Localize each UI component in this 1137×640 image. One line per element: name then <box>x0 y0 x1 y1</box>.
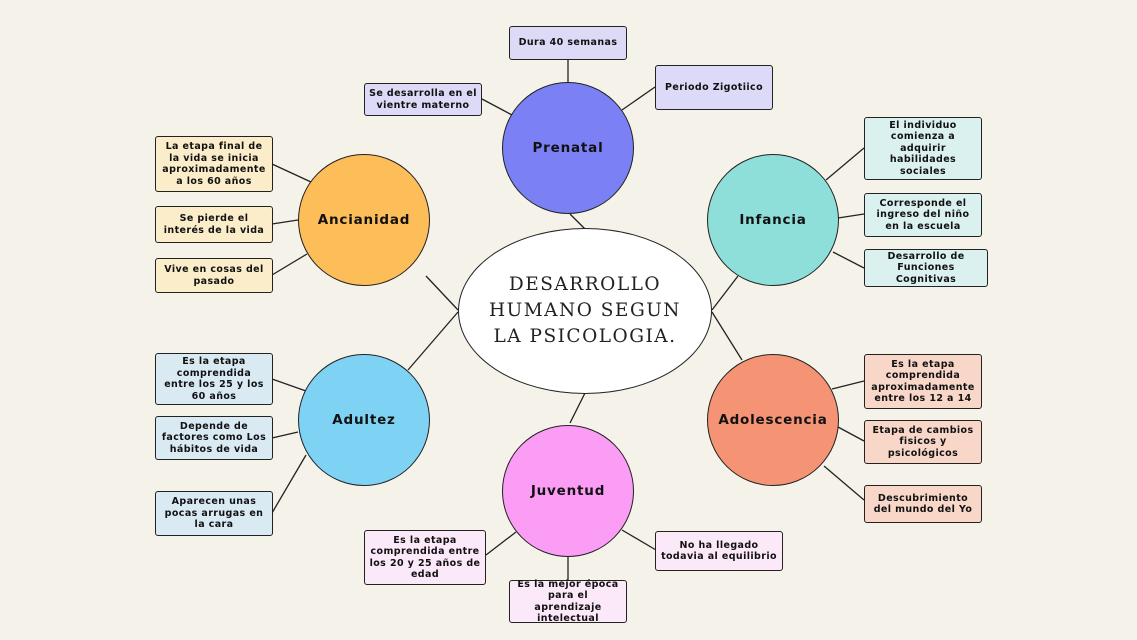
note-infancia-social: El individuo comienza a adquirir habilid… <box>864 117 982 180</box>
note-juventud-learning: Es la mejor época para el aprendizaje in… <box>509 579 627 624</box>
note-adolescencia-changes: Etapa de cambios fisicos y psicológicos <box>864 420 982 464</box>
central-title: DESARROLLO HUMANO SEGUN LA PSICOLOGIA. <box>489 274 681 347</box>
central-topic: DESARROLLO HUMANO SEGUN LA PSICOLOGIA. <box>458 228 712 394</box>
stage-prenatal: Prenatal <box>502 82 634 214</box>
stage-juventud-label: Juventud <box>530 483 606 499</box>
stage-ancianidad-label: Ancianidad <box>317 212 411 228</box>
stage-ancianidad: Ancianidad <box>298 154 430 286</box>
stage-adultez: Adultez <box>298 354 430 486</box>
note-infancia-cognitive: Desarrollo de Funciones Cognitivas <box>864 249 988 287</box>
note-juventud-age: Es la etapa comprendida entre los 20 y 2… <box>364 530 486 585</box>
note-juventud-balance: No ha llegado todavia al equilibrio <box>655 531 783 571</box>
stage-adolescencia-label: Adolescencia <box>718 412 828 428</box>
note-adultez-wrinkles: Aparecen unas pocas arrugas en la cara <box>155 491 273 536</box>
note-ancianidad-final: La etapa final de la vida se inicia apro… <box>155 136 273 192</box>
note-prenatal-womb: Se desarrolla en el vientre materno <box>364 83 482 116</box>
stage-prenatal-label: Prenatal <box>532 140 604 156</box>
note-adolescencia-age: Es la etapa comprendida aproximadamente … <box>864 354 982 409</box>
stage-adultez-label: Adultez <box>332 412 396 428</box>
note-adultez-habits: Depende de factores como Los hábitos de … <box>155 416 273 460</box>
note-ancianidad-interest: Se pierde el interés de la vida <box>155 206 273 243</box>
note-prenatal-zygotic: Periodo Zigotiico <box>655 65 773 110</box>
stage-infancia-label: Infancia <box>739 212 807 228</box>
stage-juventud: Juventud <box>502 425 634 557</box>
note-infancia-school: Corresponde el ingreso del niño en la es… <box>864 193 982 237</box>
note-ancianidad-past: Vive en cosas del pasado <box>155 258 273 293</box>
stage-adolescencia: Adolescencia <box>707 354 839 486</box>
note-adolescencia-self: Descubrimiento del mundo del Yo <box>864 485 982 523</box>
note-adultez-age: Es la etapa comprendida entre los 25 y l… <box>155 353 273 405</box>
note-prenatal-duration: Dura 40 semanas <box>509 26 627 60</box>
stage-infancia: Infancia <box>707 154 839 286</box>
